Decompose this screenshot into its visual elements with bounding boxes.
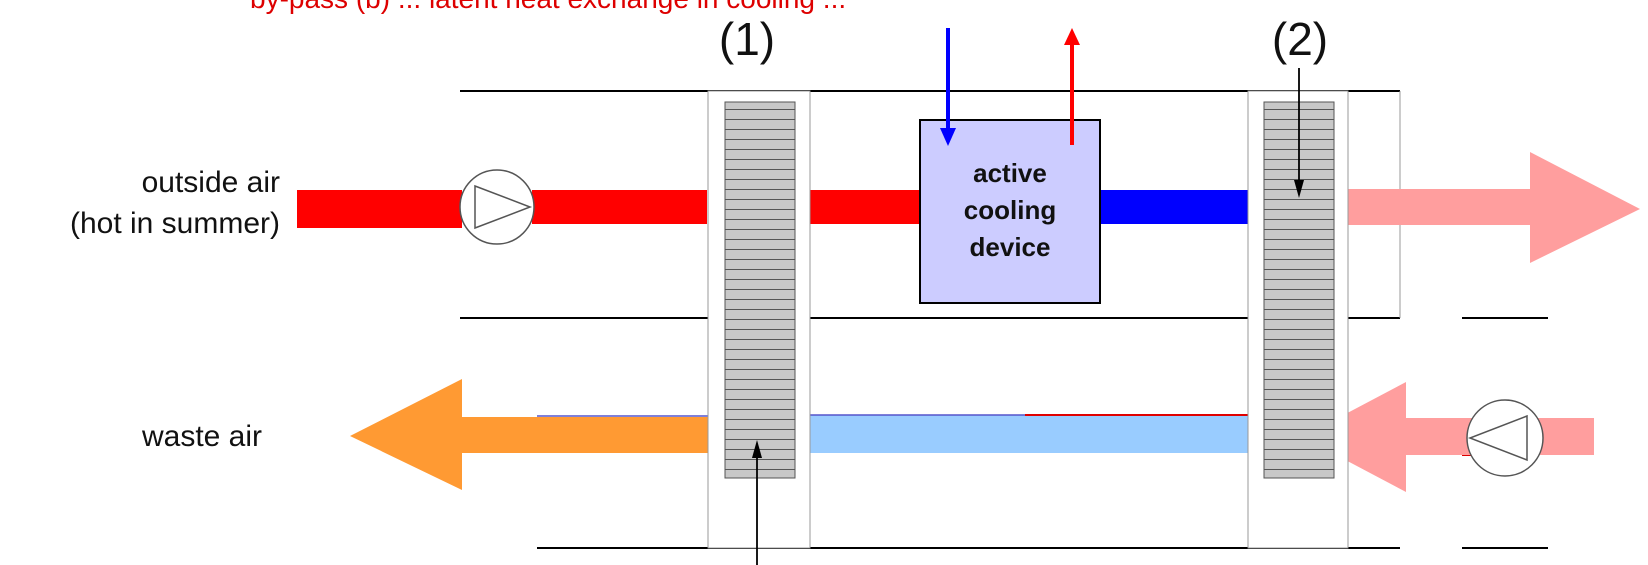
supply-air-out-arrow (1348, 152, 1640, 263)
header-partial-text: by-pass (b) ... latent heat exchange in … (250, 0, 846, 14)
exchanger-2-label: (2) (1272, 13, 1328, 65)
supply-fan (459, 169, 535, 245)
heat-exchanger-1 (707, 90, 811, 549)
device-label-line1: active (973, 158, 1047, 188)
exchanger-1-label: (1) (719, 13, 775, 65)
heat-exchanger-2 (1247, 90, 1349, 549)
outside-air-inlet-bar (297, 190, 462, 228)
pointer-arrow-2 (1294, 68, 1304, 198)
exhaust-fan (1466, 399, 1544, 477)
device-label-line2: cooling (964, 195, 1056, 225)
outside-air-sublabel: (hot in summer) (70, 207, 280, 240)
supply-bar-hot-2 (810, 190, 920, 224)
return-air-in-arrow (1302, 382, 1594, 492)
waste-air-out-arrow (350, 379, 708, 490)
pointer-arrow-1 (752, 440, 762, 565)
waste-air-label: waste air (141, 420, 262, 453)
supply-bar-hot-1 (532, 190, 707, 224)
device-label-line3: device (970, 232, 1051, 262)
coolant-in-arrow (940, 28, 956, 146)
coolant-out-arrow (1064, 28, 1080, 145)
supply-bar-cold (1100, 190, 1248, 224)
outside-air-label: outside air (142, 166, 280, 199)
return-bar-cool (810, 415, 1250, 453)
active-cooling-device (919, 119, 1101, 304)
